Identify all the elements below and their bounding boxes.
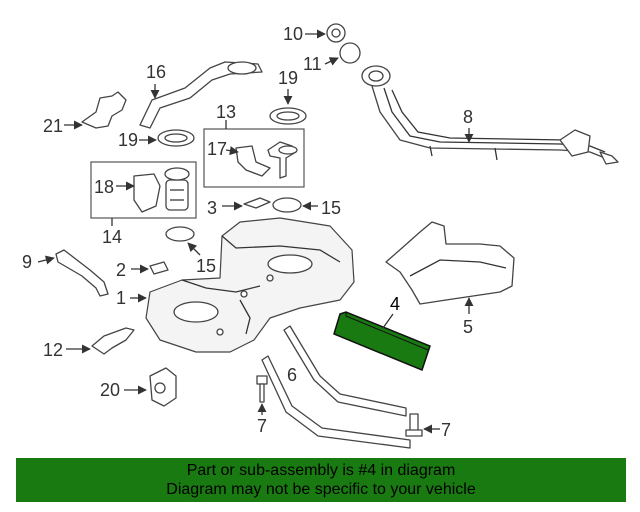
banner-line-1: Part or sub-assembly is #4 in diagram: [186, 462, 456, 479]
part-15-o-ring-right: [272, 197, 302, 213]
callout-13: 13: [216, 102, 236, 122]
part-17-fuel-sender: [235, 141, 298, 179]
part-1-fuel-tank: [145, 217, 355, 353]
callout-20: 20: [100, 380, 120, 400]
banner-line-2: Diagram may not be specific to your vehi…: [166, 481, 476, 498]
leader-15-left: [187, 242, 201, 256]
callout-5: 5: [463, 317, 473, 337]
box-14: [90, 161, 197, 219]
callout-16: 16: [146, 62, 166, 82]
callout-19-left: 19: [118, 130, 138, 150]
part-9-hose: [55, 249, 109, 297]
leader-4: [382, 313, 394, 329]
callout-3: 3: [207, 198, 217, 218]
part-6-tank-straps: [261, 325, 411, 449]
callout-12: 12: [43, 340, 63, 360]
part-15-o-ring-left: [165, 226, 195, 242]
part-19-lock-ring-right: [269, 107, 307, 125]
leader-17: [225, 146, 239, 156]
part-18-fuel-pump: [133, 167, 190, 213]
callout-11: 11: [303, 54, 322, 74]
callout-1: 1: [116, 288, 126, 308]
part-16-vent-tube: [139, 61, 263, 129]
callout-2: 2: [116, 260, 126, 280]
callout-19-right: 19: [278, 68, 298, 88]
callout-21: 21: [43, 116, 63, 136]
box-13: [203, 128, 305, 188]
part-3-gasket: [243, 197, 271, 209]
part-12-bracket: [91, 327, 135, 355]
part-19-lock-ring-left: [157, 129, 195, 147]
callout-8: 8: [463, 107, 473, 127]
callout-6: 6: [287, 365, 297, 385]
leader-11: [324, 57, 339, 66]
part-5-detail: [409, 259, 507, 277]
part-2-clip: [149, 261, 169, 275]
part-11-seal: [339, 42, 361, 64]
callout-15-right: 15: [321, 198, 341, 218]
callout-14: 14: [102, 227, 122, 247]
callout-4: 4: [390, 294, 400, 314]
callout-7-left: 7: [257, 416, 267, 436]
callout-7-right: 7: [441, 420, 451, 440]
part-8-filler-pipe: [361, 65, 619, 165]
part-4-highlighted[interactable]: [333, 311, 431, 371]
callout-15-left: 15: [196, 256, 216, 276]
part-10-fuel-cap: [326, 23, 346, 43]
part-4-edge: [345, 312, 429, 351]
part-5-heat-shield: [385, 221, 515, 305]
callout-18: 18: [94, 177, 114, 197]
part-20-valve: [149, 367, 177, 407]
part-7-bolt-left: [256, 375, 268, 403]
callout-17: 17: [207, 139, 227, 159]
info-banner: Part or sub-assembly is #4 in diagram Di…: [16, 458, 626, 502]
part-21-bracket: [81, 91, 127, 129]
part-7-bolt-right: [405, 413, 423, 437]
callout-9: 9: [22, 252, 32, 272]
callout-10: 10: [283, 24, 303, 44]
leader-9: [37, 255, 55, 265]
